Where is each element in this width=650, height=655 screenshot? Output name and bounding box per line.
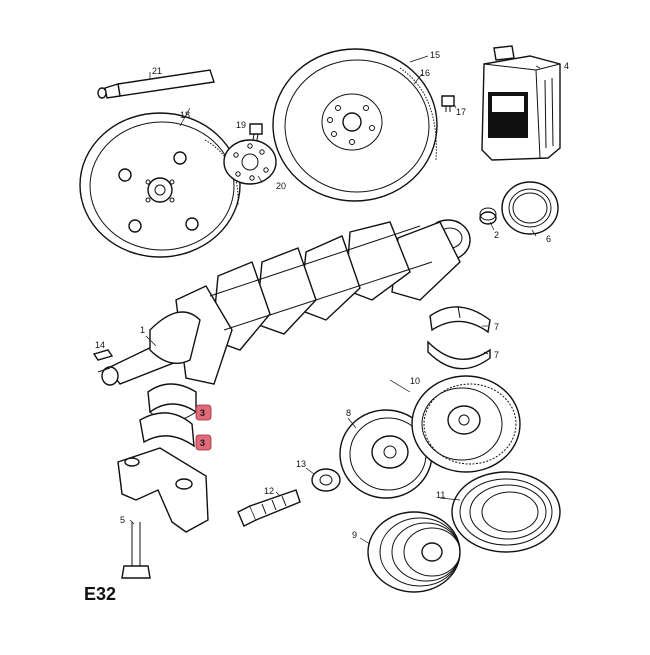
leader-lines: [129, 55, 541, 545]
label-12: 12: [264, 486, 274, 496]
part-labels: 21 18 19 20 15 16 17 4 2 6 7 7 1 14 10 8…: [95, 50, 569, 540]
label-4: 4: [564, 61, 569, 71]
part-21-sealant-tube[interactable]: [97, 69, 215, 99]
part-3-badge-upper[interactable]: 3: [195, 404, 212, 421]
part-5-bearing-cap[interactable]: [117, 447, 209, 533]
label-9: 9: [352, 530, 357, 540]
part-5-cap-bolt[interactable]: [121, 522, 151, 579]
label-13: 13: [296, 459, 306, 469]
label-7a: 7: [494, 322, 499, 332]
part-13-washer[interactable]: [311, 468, 341, 492]
part-11-vibration-damper[interactable]: [451, 471, 561, 553]
figure-code: E32: [84, 584, 116, 604]
part-6-seal-ring[interactable]: [501, 181, 559, 235]
label-16: 16: [420, 68, 430, 78]
label-8: 8: [346, 408, 351, 418]
label-14: 14: [95, 340, 105, 350]
part-9-ribbed-pulley[interactable]: [367, 511, 461, 593]
part-20-adapter-plate[interactable]: [223, 139, 277, 185]
label-3b: 3: [200, 438, 205, 448]
label-1: 1: [140, 325, 145, 335]
label-7b: 7: [494, 350, 499, 360]
part-7-bearing-shell-lower[interactable]: [427, 340, 491, 370]
label-6: 6: [546, 234, 551, 244]
part-8-pulley[interactable]: [339, 409, 433, 499]
part-4-oil-canister[interactable]: [481, 45, 561, 161]
label-15: 15: [430, 50, 440, 60]
label-21: 21: [152, 66, 162, 76]
label-19: 19: [236, 120, 246, 130]
label-5: 5: [120, 515, 125, 525]
part-3-bearing-shell-lower[interactable]: [139, 412, 195, 448]
part-1-crankshaft[interactable]: [97, 219, 471, 386]
label-20: 20: [276, 181, 286, 191]
part-7-bearing-shell-upper[interactable]: [429, 305, 491, 334]
part-2-needle-bearing[interactable]: [479, 207, 497, 225]
label-11: 11: [436, 490, 445, 500]
label-17: 17: [456, 107, 466, 117]
part-12-pulley-bolt[interactable]: [237, 489, 301, 527]
label-18: 18: [180, 110, 190, 120]
part-10-toothed-pulley[interactable]: [411, 375, 521, 473]
label-3a: 3: [200, 408, 205, 418]
part-14-key[interactable]: [92, 349, 114, 361]
label-2: 2: [494, 230, 499, 240]
part-17-bolt[interactable]: [441, 95, 455, 112]
part-15-flywheel[interactable]: [272, 48, 438, 202]
label-10: 10: [410, 376, 420, 386]
part-3-badge-lower[interactable]: 3: [195, 434, 212, 451]
part-18-flywheel-plate[interactable]: [79, 112, 241, 258]
